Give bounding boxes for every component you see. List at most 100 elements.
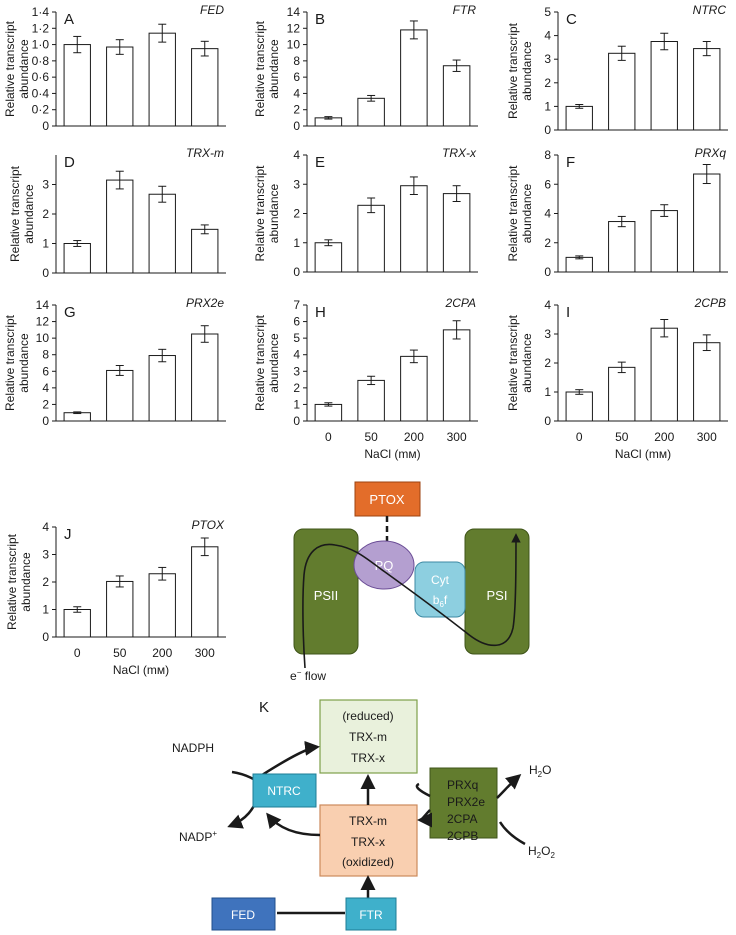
bar — [63, 609, 91, 638]
ftr-label: FTR — [359, 908, 383, 922]
bar — [106, 369, 134, 422]
bar — [191, 546, 219, 638]
gene-name: FED — [200, 3, 224, 17]
cyt-label: Cyt — [431, 573, 450, 587]
y-tick-label: 1 — [544, 99, 551, 113]
y-axis-label: abundance — [17, 333, 31, 393]
y-tick-label: 3 — [544, 327, 551, 341]
gene-name: PTOX — [192, 518, 225, 532]
y-tick-label: 8 — [42, 348, 49, 362]
bar — [650, 327, 678, 422]
gene-name: PRXq — [695, 146, 727, 160]
electron-transport-diagram: PTOX PSII PSI Cyt b6f PQ e− flow — [290, 481, 530, 683]
oxidized-trx-box — [319, 804, 418, 877]
y-axis-label: abundance — [267, 333, 281, 393]
bar — [650, 41, 678, 131]
y-tick-label: 1 — [293, 236, 300, 250]
y-tick-label: 4 — [293, 86, 300, 100]
bar — [357, 379, 385, 422]
y-tick-label: 10 — [36, 331, 50, 345]
bar — [357, 97, 385, 127]
bar — [148, 355, 176, 422]
y-tick-label: 5 — [293, 331, 300, 345]
prx-line3: 2CPA — [447, 812, 477, 826]
psii-label: PSII — [314, 588, 339, 603]
h2o2-arc — [498, 821, 526, 846]
prx-line2: PRX2e — [447, 795, 485, 809]
y-tick-label: 2 — [544, 236, 551, 250]
panel-label: A — [64, 11, 74, 28]
y-axis-label: Relative transcript — [253, 314, 267, 411]
bar — [191, 333, 219, 422]
panel-label: C — [566, 11, 577, 28]
y-tick-label: 8 — [544, 148, 551, 162]
y-tick-label: 0 — [293, 265, 300, 279]
gene-name: FTR — [453, 3, 477, 17]
y-tick-label: 0 — [544, 265, 551, 279]
y-tick-label: 4 — [293, 148, 300, 162]
panel-label: H — [315, 304, 326, 321]
y-tick-label: 2 — [42, 575, 49, 589]
reduced-trx-box — [319, 699, 418, 774]
y-tick-label: 2 — [42, 397, 49, 411]
y-axis-label: Relative transcript — [506, 314, 520, 411]
panel-label: D — [64, 154, 75, 171]
y-tick-label: 6 — [293, 70, 300, 84]
panel-label: J — [64, 526, 72, 543]
y-tick-label: 3 — [293, 364, 300, 378]
x-tick-label: 300 — [697, 430, 717, 444]
y-axis-label: abundance — [19, 552, 33, 612]
y-tick-label: 4 — [293, 348, 300, 362]
prx-line1: PRXq — [447, 778, 478, 792]
bar — [106, 580, 134, 638]
y-tick-label: 0 — [42, 266, 49, 280]
y-tick-label: 2 — [293, 381, 300, 395]
nadph-arc — [261, 740, 320, 777]
bar — [400, 355, 428, 422]
bar — [442, 193, 471, 273]
h2o-arc — [496, 774, 522, 799]
nadp-arc — [266, 812, 321, 837]
y-tick-label: 12 — [36, 315, 50, 329]
bar — [442, 329, 471, 422]
y-tick-label: 14 — [36, 298, 50, 312]
y-axis-label: abundance — [520, 333, 534, 393]
electron-flow-arrow — [302, 533, 521, 669]
y-tick-label: 6 — [42, 364, 49, 378]
y-axis-label: Relative transcript — [506, 165, 520, 262]
oxidized-trx-line2: TRX-x — [351, 835, 385, 849]
y-tick-label: 1·4 — [32, 5, 50, 19]
y-axis-label: Relative transcript — [253, 165, 267, 262]
bar — [608, 52, 636, 131]
y-tick-label: 1·2 — [32, 21, 50, 35]
fed-box — [211, 897, 276, 931]
cyt-b6f-label: b6f — [433, 593, 448, 609]
y-axis-label: abundance — [267, 183, 281, 243]
bar — [314, 242, 343, 273]
y-tick-label: 2 — [544, 76, 551, 90]
y-axis-label: Relative transcript — [506, 22, 520, 119]
y-tick-label: 1 — [42, 237, 49, 251]
x-tick-label: 200 — [404, 430, 424, 444]
y-tick-label: 0 — [42, 119, 49, 133]
y-tick-label: 6 — [544, 177, 551, 191]
x-tick-label: 50 — [364, 430, 378, 444]
bar — [650, 210, 678, 273]
y-tick-label: 1 — [42, 603, 49, 617]
y-tick-label: 2 — [293, 207, 300, 221]
y-axis-label: abundance — [520, 41, 534, 101]
y-axis-label: Relative transcript — [5, 533, 19, 630]
gene-name: PRX2e — [186, 296, 224, 310]
y-tick-label: 4 — [42, 381, 49, 395]
x-tick-label: 200 — [152, 646, 172, 660]
y-axis-label: abundance — [22, 184, 36, 244]
y-tick-label: 4 — [544, 207, 551, 221]
